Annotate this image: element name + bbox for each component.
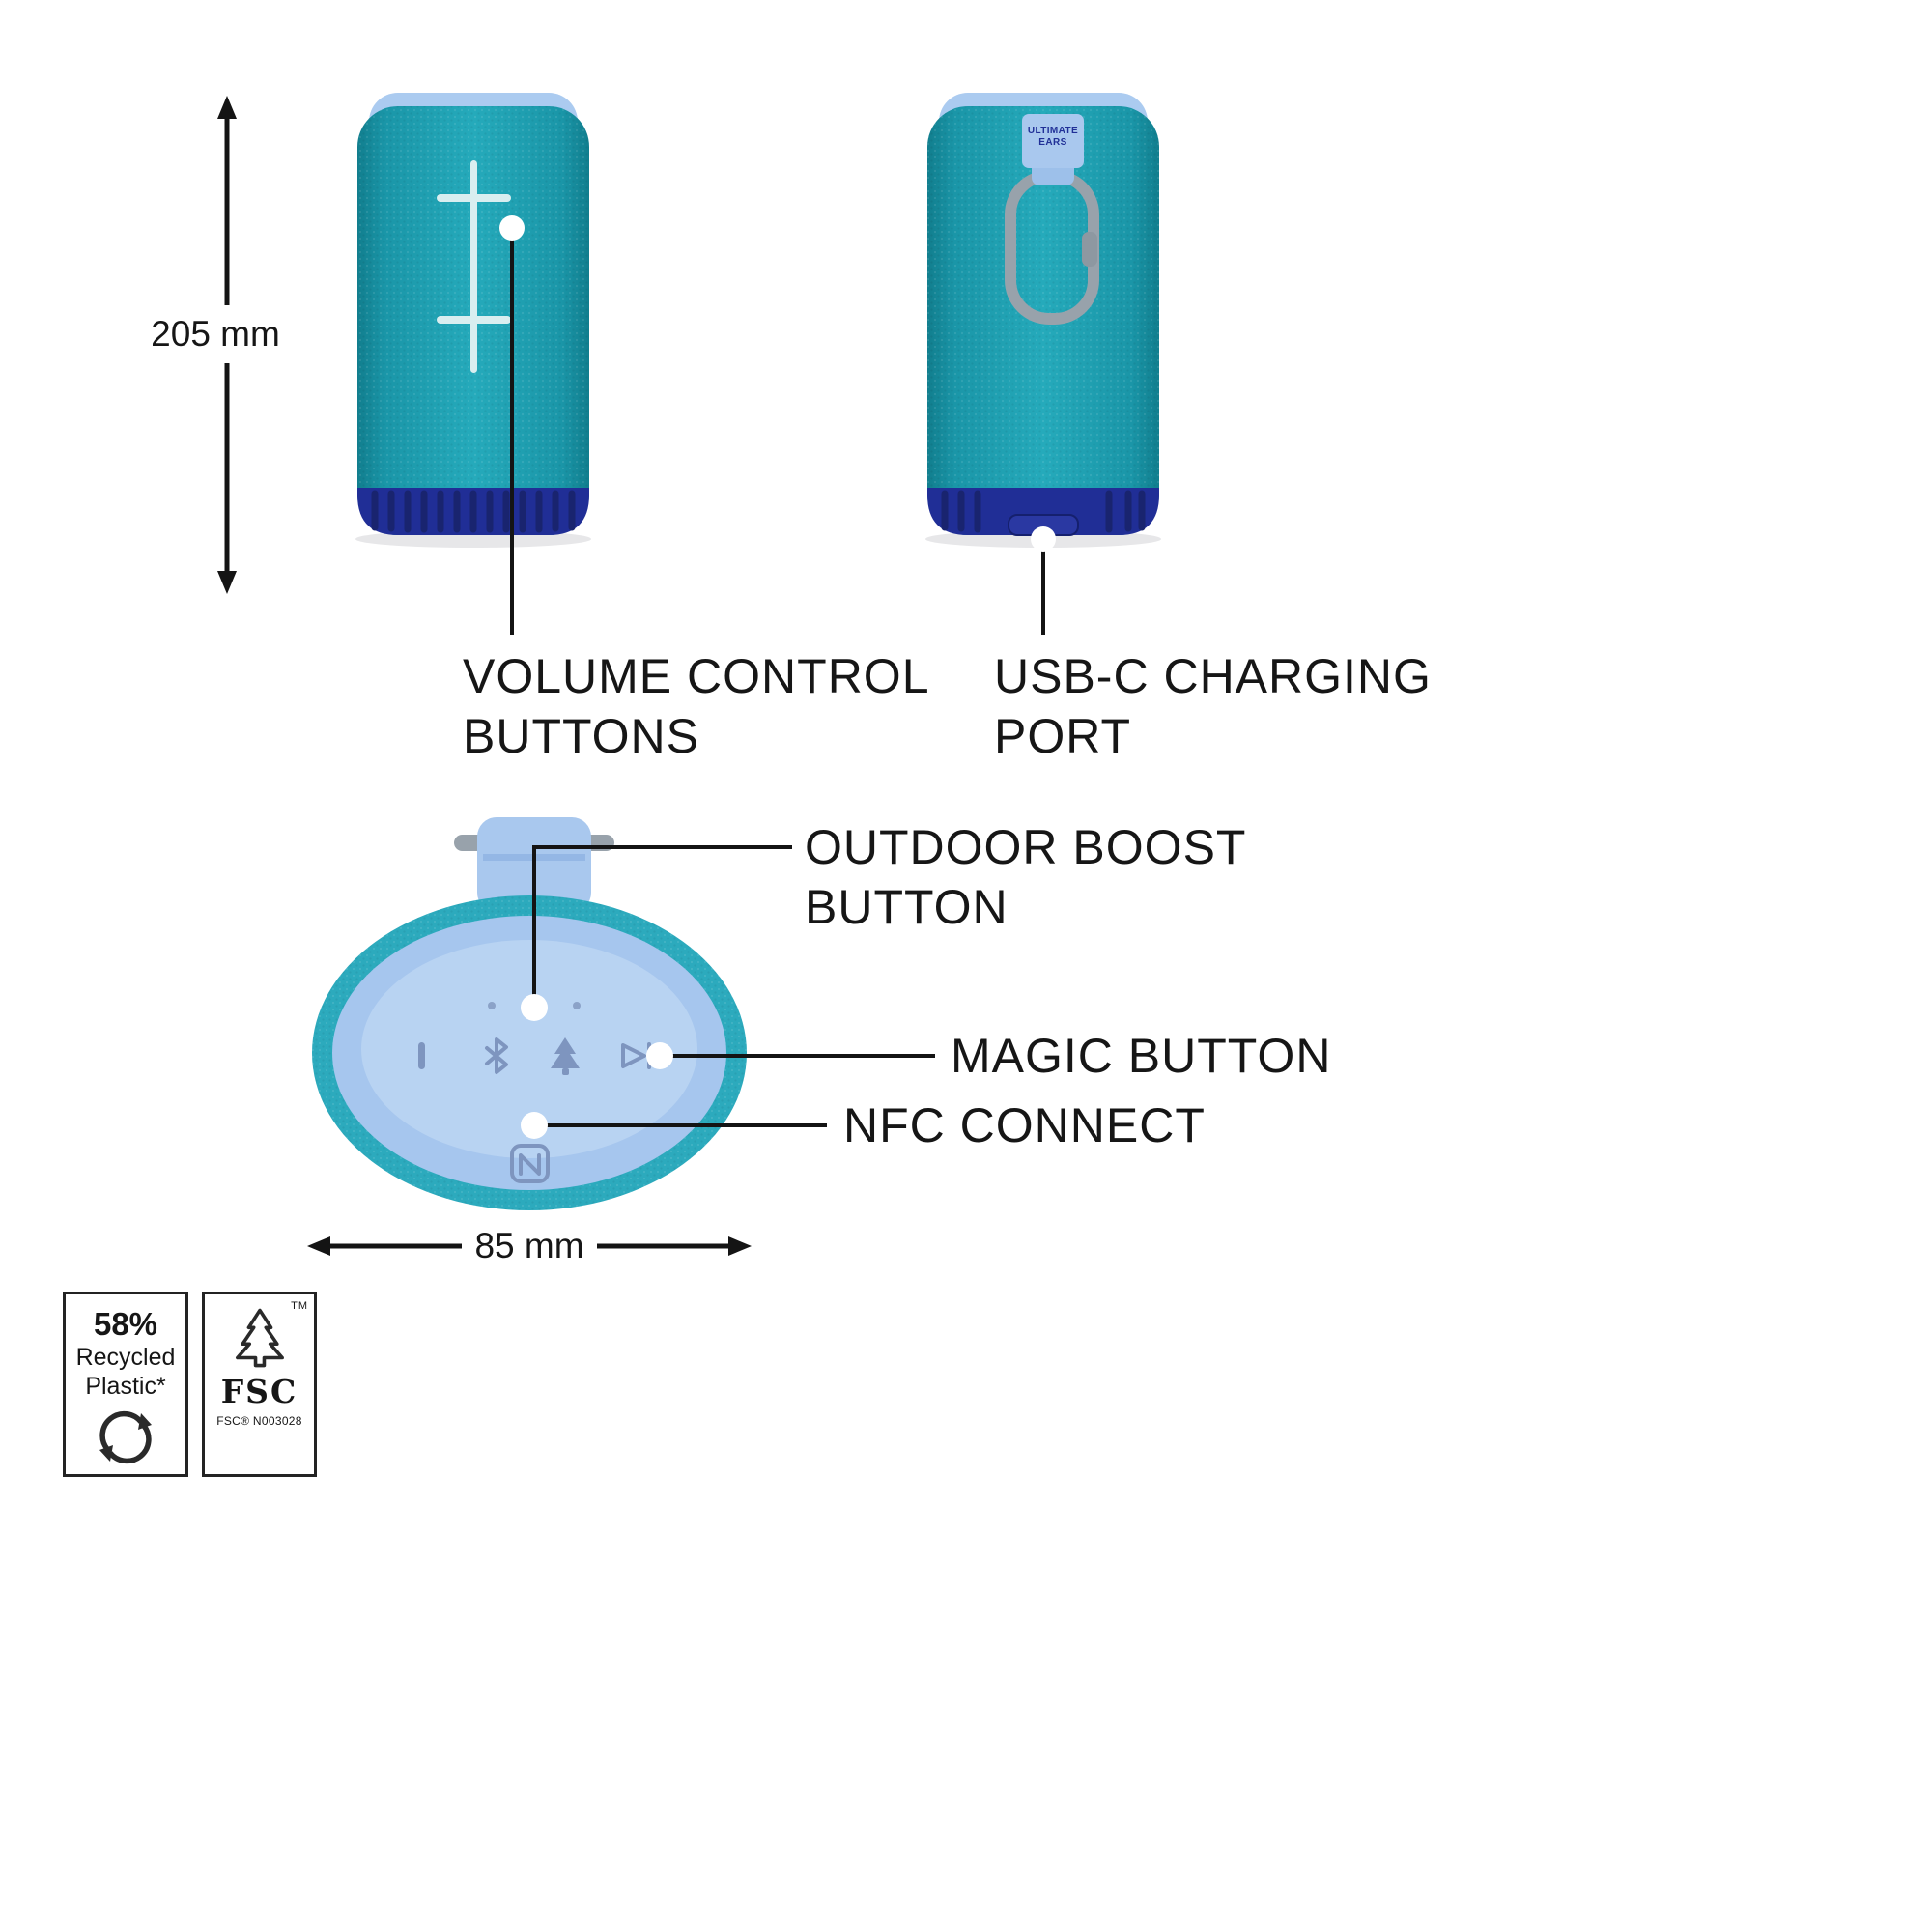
outdoor-boost-tree-icon — [551, 1037, 580, 1075]
width-dimension-label: 85 mm — [474, 1226, 584, 1265]
callout-lines — [510, 228, 1045, 1127]
volume-minus-button — [437, 316, 511, 324]
callout-dots — [499, 215, 1056, 1139]
speaker-bottom-view — [312, 817, 747, 1210]
callout-usb-label: USB-C CHARGING PORT — [994, 646, 1432, 766]
fsc-badge: TM FSC FSC® N003028 — [202, 1292, 317, 1477]
callout-volume-line2: BUTTONS — [463, 709, 699, 763]
boost-callout-dot — [521, 994, 548, 1021]
recycled-plastic-badge: 58% Recycled Plastic* — [63, 1292, 188, 1477]
callout-volume-line1: VOLUME CONTROL — [463, 649, 930, 703]
power-icon — [418, 1042, 425, 1069]
volume-stem — [470, 160, 477, 373]
height-dimension-label: 205 mm — [151, 314, 280, 354]
nfc-callout-dot — [521, 1112, 548, 1139]
callout-usb-line2: PORT — [994, 709, 1131, 763]
callout-boost-line1: OUTDOOR BOOST — [805, 820, 1247, 874]
speaker-front-view — [357, 93, 589, 535]
control-panel — [361, 940, 697, 1158]
recycled-line2: Plastic* — [85, 1373, 166, 1400]
usb-callout-dot — [1031, 526, 1056, 552]
callout-volume-label: VOLUME CONTROL BUTTONS — [463, 646, 930, 766]
callout-boost-line2: BUTTON — [805, 880, 1009, 934]
speaker-back-view — [927, 93, 1159, 536]
carabiner-gate — [1082, 232, 1097, 267]
recycle-icon — [95, 1409, 156, 1470]
navy-base — [927, 488, 1159, 535]
brand-tag-line2: EARS — [1038, 137, 1067, 148]
volume-callout-dot — [499, 215, 525, 241]
bottom-panel-controls — [418, 1002, 651, 1183]
fsc-tree-icon — [228, 1306, 292, 1375]
brand-tag-line1: ULTIMATE — [1027, 126, 1079, 136]
brand-tag — [1022, 114, 1084, 168]
callout-magic-label: MAGIC BUTTON — [951, 1029, 1332, 1083]
fsc-name: FSC — [220, 1373, 298, 1410]
callout-nfc-label: NFC CONNECT — [843, 1098, 1206, 1152]
magic-callout-dot — [646, 1042, 673, 1069]
base-ridges — [941, 490, 1146, 533]
fsc-license: FSC® N003028 — [216, 1414, 302, 1428]
recycled-line1: Recycled — [75, 1344, 176, 1371]
recycled-percent: 58% — [93, 1306, 158, 1342]
brand-tag-text: ULTIMATE EARS — [1022, 126, 1084, 149]
nfc-icon — [510, 1144, 550, 1183]
fsc-trademark: TM — [291, 1300, 308, 1312]
boost-callout-line — [532, 845, 792, 1008]
width-dimension-arrow — [307, 1236, 752, 1256]
volume-plus-button — [437, 194, 511, 202]
height-dimension-arrow — [217, 96, 237, 594]
callout-boost-label: OUTDOOR BOOST BUTTON — [805, 817, 1246, 937]
bluetooth-icon — [485, 1037, 508, 1074]
base-ridges — [371, 490, 576, 533]
callout-usb-line1: USB-C CHARGING — [994, 649, 1432, 703]
volume-controls — [437, 160, 511, 373]
